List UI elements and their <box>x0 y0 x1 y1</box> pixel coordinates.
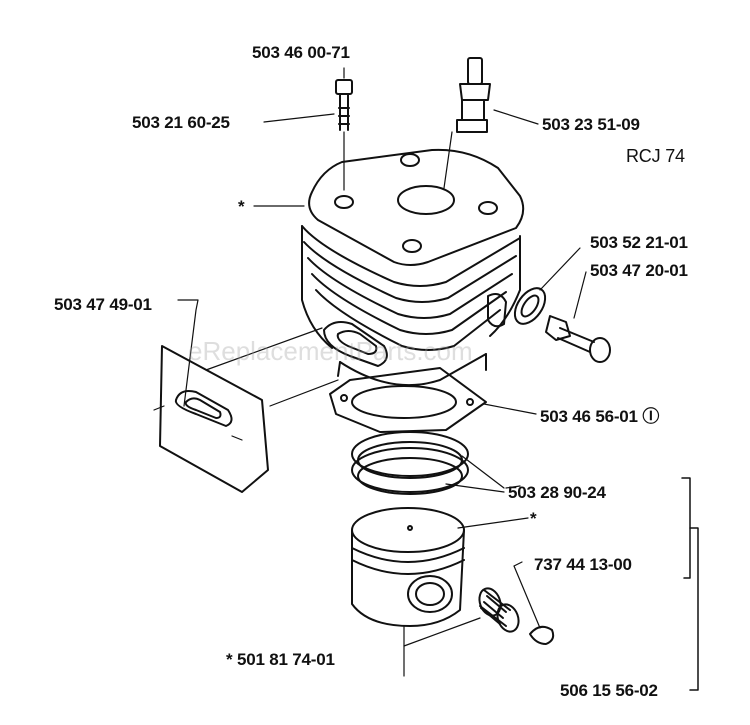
label-bearing: * 501 81 74-01 <box>226 650 335 669</box>
label-piston-rings: 503 28 90-24 <box>508 483 606 502</box>
label-gasket-plate: 503 47 49-01 <box>54 295 152 314</box>
watermark: eReplacementParts.com <box>188 336 473 366</box>
bolt-part <box>336 80 352 190</box>
label-ring: 503 52 21-01 <box>590 233 688 252</box>
cylinder-part <box>302 150 523 385</box>
label-bolt-washer: 503 21 60-25 <box>132 113 230 132</box>
label-spark-plug: 503 23 51-09 <box>542 115 640 134</box>
label-base-gasket: 503 46 56-01 Ⓘ <box>540 407 660 426</box>
label-cylinder-asterisk: * <box>238 197 245 216</box>
label-circlip: 737 44 13-00 <box>534 555 632 574</box>
spark-plug-part <box>444 58 490 188</box>
label-kit: 506 15 56-02 <box>560 681 658 700</box>
label-piston-asterisk: * <box>530 509 537 528</box>
piston-rings-part <box>352 432 504 494</box>
base-gasket-part <box>330 368 536 432</box>
ring-part <box>509 248 580 329</box>
bearing-part <box>404 585 522 646</box>
label-bolt: 503 46 00-71 <box>252 43 350 62</box>
circlip-part <box>514 562 553 644</box>
leader-lines <box>254 68 538 488</box>
model-code: RCJ 74 <box>626 146 685 166</box>
decompression-valve-part <box>546 272 610 362</box>
piston-part <box>352 508 528 676</box>
label-decompression-valve: 503 47 20-01 <box>590 261 688 280</box>
kit-bracket <box>682 478 698 690</box>
gasket-plate-part <box>154 300 338 492</box>
